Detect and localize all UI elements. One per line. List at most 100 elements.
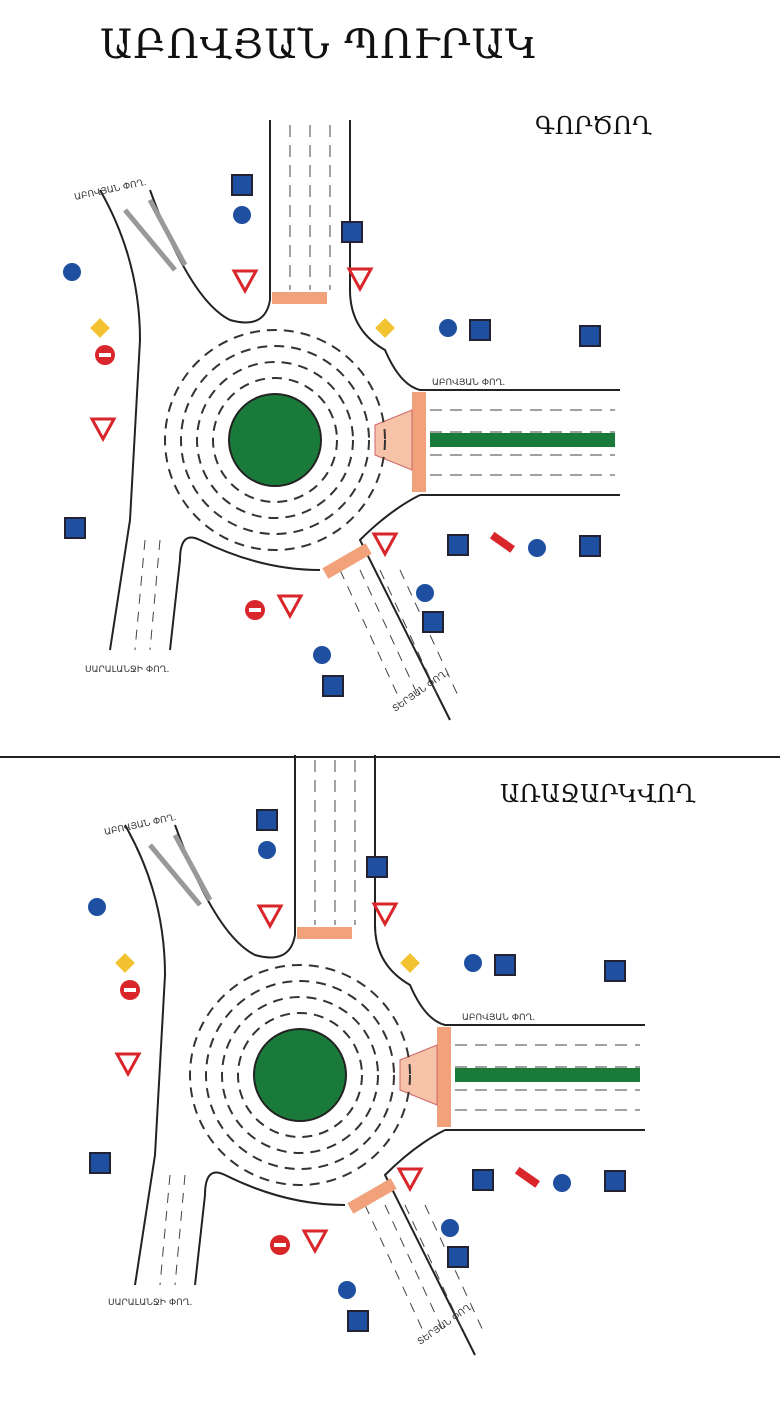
pedestrian-crossing bbox=[272, 292, 327, 304]
roundabout-sign-icon bbox=[256, 839, 278, 861]
street-label-right: ԱԲՈՎՅԱՆ ՓՈՂ. bbox=[462, 1013, 535, 1023]
median bbox=[430, 433, 615, 447]
direction-sign-icon bbox=[472, 1169, 494, 1191]
crosswalk-sign-icon bbox=[494, 954, 516, 976]
lane-sign-icon bbox=[604, 960, 626, 982]
lane-marking bbox=[159, 1174, 171, 1286]
yield-sign-icon bbox=[396, 1167, 424, 1193]
crosswalk-sign-icon bbox=[422, 611, 444, 633]
direction-sign-icon bbox=[231, 174, 253, 196]
no-entry-sign-icon-bar bbox=[274, 1243, 286, 1247]
street-label-top-left: ԱԲՈՎՅԱՆ ՓՈՂ. bbox=[104, 813, 178, 838]
crosswalk-sign-icon bbox=[447, 1246, 469, 1268]
yield-sign-icon bbox=[301, 1229, 329, 1255]
priority-road-sign-icon bbox=[112, 950, 138, 976]
lane-arrows bbox=[148, 833, 213, 907]
direction-sign-icon bbox=[256, 809, 278, 831]
keep-right-sign-icon bbox=[551, 1172, 573, 1194]
lane-sign-icon bbox=[579, 325, 601, 347]
road-edge bbox=[383, 1129, 476, 1356]
lane-sign-icon bbox=[579, 535, 601, 557]
circulating-lane-marking bbox=[205, 980, 395, 1170]
lane-marking bbox=[174, 1174, 186, 1286]
road-edge bbox=[124, 824, 167, 1286]
yield-sign-icon bbox=[276, 594, 304, 620]
panel-label-proposed: ԱՌԱՋԱՐԿՎՈՂ bbox=[500, 780, 696, 808]
pedestrian-crossing bbox=[347, 1178, 397, 1214]
barrier-icon bbox=[489, 531, 515, 553]
roundabout-sign-icon bbox=[414, 582, 436, 604]
street-label-bottom-left: ՍԱՐԱԼԱՆՋԻ ՓՈՂ. bbox=[85, 665, 169, 675]
pedestrian-crossing bbox=[437, 1027, 451, 1127]
road-edge bbox=[349, 120, 620, 391]
street-label-bottom: ՏԵՐՅԱՆ ՓՈՂ. bbox=[391, 669, 450, 715]
keep-right-sign-icon bbox=[526, 537, 548, 559]
road-edge bbox=[99, 189, 142, 651]
splitter-island bbox=[374, 409, 413, 471]
lane-marking bbox=[359, 569, 421, 701]
pedestrian-crossing bbox=[297, 927, 352, 939]
no-entry-sign-icon-bar bbox=[99, 353, 111, 357]
lane-marking bbox=[379, 569, 441, 701]
crosswalk-sign-icon bbox=[469, 319, 491, 341]
road-edge bbox=[194, 1171, 346, 1286]
roundabout-sign-icon bbox=[439, 1217, 461, 1239]
no-entry-sign-icon-bar bbox=[124, 988, 136, 992]
lane-marking bbox=[424, 1204, 486, 1336]
lane-marking bbox=[404, 1204, 466, 1336]
lane-marking bbox=[149, 539, 161, 651]
circulating-lane-marking bbox=[212, 377, 338, 503]
central-island bbox=[253, 1028, 347, 1122]
lane-marking bbox=[399, 569, 461, 701]
yield-sign-icon bbox=[89, 417, 117, 443]
circulating-lane-marking bbox=[237, 1012, 363, 1138]
splitter-island bbox=[399, 1044, 438, 1106]
crosswalk-sign-icon bbox=[341, 221, 363, 243]
roundabout-sign-icon bbox=[336, 1279, 358, 1301]
street-label-top-left: ԱԲՈՎՅԱՆ ՓՈՂ. bbox=[74, 178, 148, 203]
barrier-icon bbox=[514, 1166, 540, 1188]
circulating-lane-marking bbox=[196, 361, 354, 519]
priority-road-sign-icon bbox=[372, 315, 398, 341]
page-title: ԱԲՈՎՅԱՆ ՊՈՒՐԱԿ bbox=[100, 22, 539, 68]
roundabout-sign-icon bbox=[231, 204, 253, 226]
yield-sign-icon bbox=[371, 902, 399, 928]
circulating-lane-marking bbox=[189, 964, 411, 1186]
panel-label-existing: ԳՈՐԾՈՂ bbox=[535, 112, 653, 140]
priority-road-sign-icon bbox=[397, 950, 423, 976]
crosswalk-sign-icon bbox=[347, 1310, 369, 1332]
existing-layout bbox=[61, 120, 620, 721]
pedestrian-crossing bbox=[322, 543, 372, 579]
proposed-layout bbox=[86, 755, 645, 1356]
median bbox=[455, 1068, 640, 1082]
yield-sign-icon bbox=[114, 1052, 142, 1078]
lane-marking bbox=[339, 569, 401, 701]
circulating-lane-marking bbox=[164, 329, 386, 551]
u-turn-sign-icon bbox=[89, 1152, 111, 1174]
road-edge bbox=[374, 755, 645, 1026]
central-island bbox=[228, 393, 322, 487]
roundabout-sign-icon bbox=[437, 317, 459, 339]
street-label-bottom: ՏԵՐՅԱՆ ՓՈՂ. bbox=[416, 1302, 475, 1348]
roundabout-sign-icon bbox=[61, 261, 83, 283]
lane-arrows bbox=[123, 198, 188, 272]
road-edge bbox=[174, 755, 296, 959]
no-entry-sign-icon-bar bbox=[249, 608, 261, 612]
yield-sign-icon bbox=[256, 904, 284, 930]
yield-sign-icon bbox=[231, 269, 259, 295]
street-label-right: ԱԲՈՎՅԱՆ ՓՈՂ. bbox=[432, 378, 505, 388]
roundabout-sign-icon bbox=[311, 644, 333, 666]
crosswalk-sign-icon bbox=[322, 675, 344, 697]
yield-sign-icon bbox=[371, 532, 399, 558]
road-edge bbox=[358, 494, 451, 721]
street-label-bottom-left: ՍԱՐԱԼԱՆՋԻ ՓՈՂ. bbox=[108, 1298, 192, 1308]
circulating-lane-marking bbox=[180, 345, 370, 535]
lane-marking bbox=[384, 1204, 446, 1336]
pedestrian-crossing bbox=[412, 392, 426, 492]
crosswalk-sign-icon bbox=[366, 856, 388, 878]
yield-sign-icon bbox=[346, 267, 374, 293]
lane-marking bbox=[134, 539, 146, 651]
roundabout-sign-icon bbox=[86, 896, 108, 918]
roundabout-sign-icon bbox=[462, 952, 484, 974]
